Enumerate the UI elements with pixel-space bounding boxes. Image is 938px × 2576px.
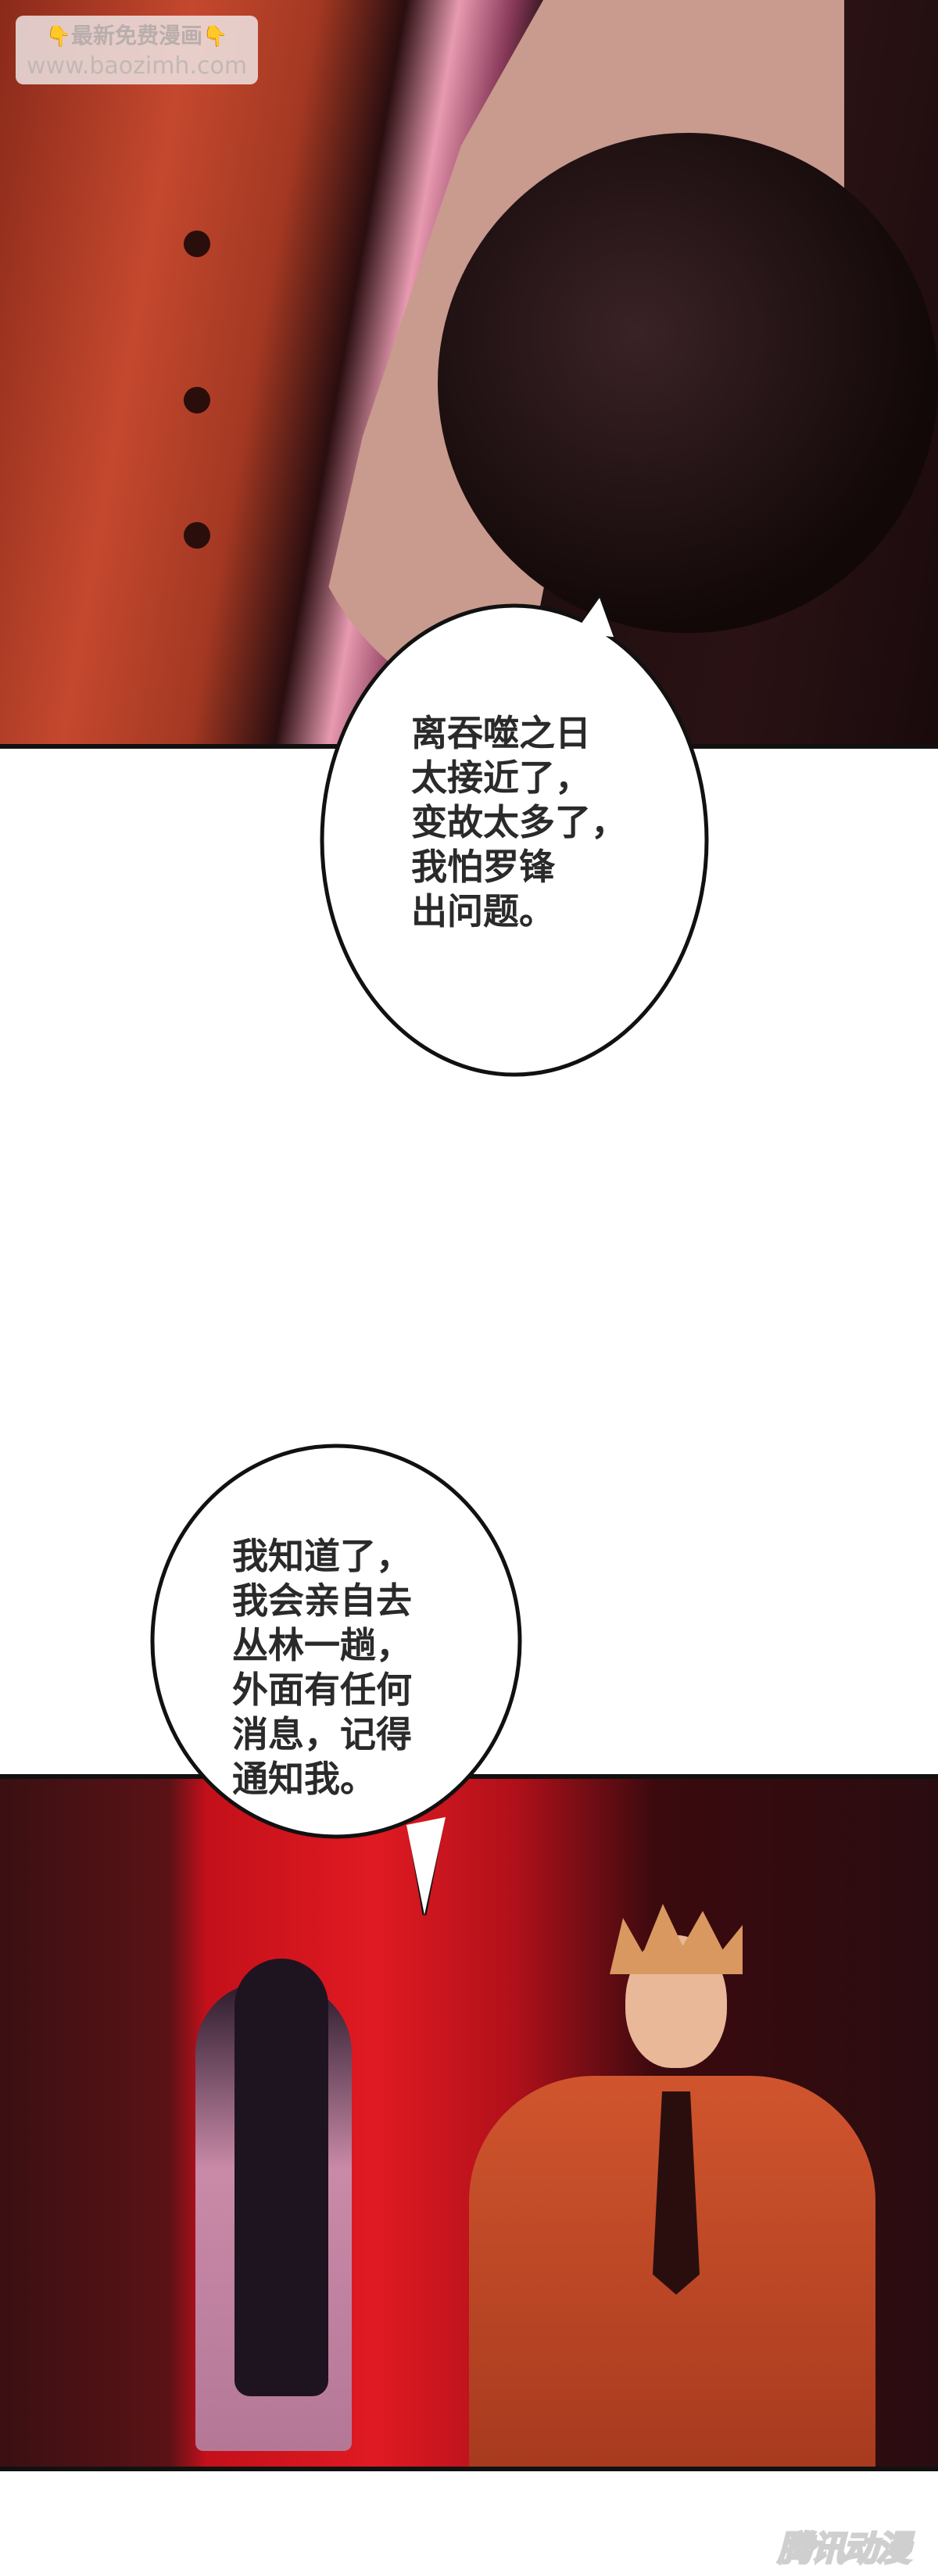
character-body-art [438,133,938,633]
pointing-down-hand-icon: 👇 [202,25,228,48]
suit-button-art [184,231,210,257]
speech-bubble-shape [320,594,709,1077]
bubble-text: 离吞噬之日 太接近了， 变故太多了， 我怕罗锋 出问题。 [411,712,627,932]
character-tie-art [653,2091,700,2295]
suit-button-art [184,387,210,413]
suit-button-art [184,522,210,549]
comic-panel-top [0,0,938,749]
watermark-url[interactable]: www.baozimh.com [26,52,248,80]
speech-bubble-shape [150,1444,522,1916]
bubble-text: 我知道了， 我会亲自去 丛林一趟， 外面有任何 消息，记得 通知我。 [232,1535,412,1800]
pointing-down-hand-icon: 👇 [45,25,71,48]
character-hair-art [234,1959,328,2396]
watermark-banner[interactable]: 👇最新免费漫画👇 www.baozimh.com [16,16,258,84]
speech-bubble-2: 我知道了， 我会亲自去 丛林一趟， 外面有任何 消息，记得 通知我。 [145,1442,528,1927]
speech-bubble-1: 离吞噬之日 太接近了， 变故太多了， 我怕罗锋 出问题。 [313,594,719,1086]
character-hair-spikes-art [610,1904,743,1974]
comic-panel-bottom [0,1774,938,2471]
watermark-line1: 最新免费漫画 [70,23,202,48]
publisher-logo: 腾讯动漫 [777,2528,912,2571]
